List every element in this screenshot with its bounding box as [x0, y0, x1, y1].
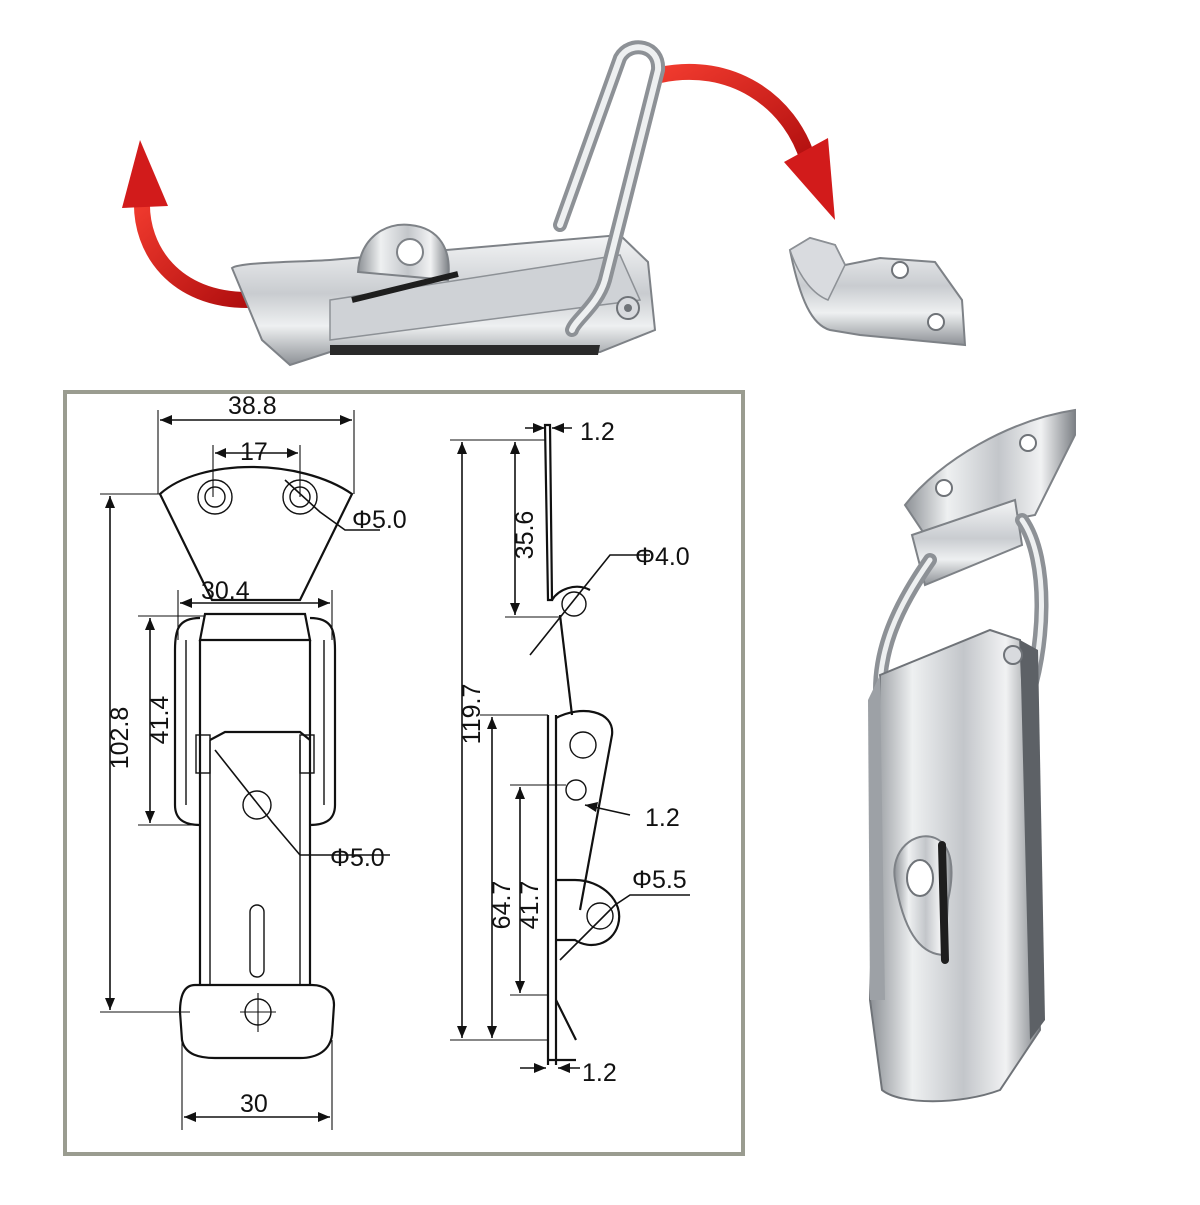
dim-loop-width: 30.4	[201, 577, 250, 605]
closed-latch-photo	[868, 408, 1076, 1103]
dim-hole-spacing: 17	[240, 438, 268, 466]
front-view-dimensions: 38.8 17 Φ5.0 30.4 41.4 102.8 Φ5.0	[100, 392, 407, 1130]
dim-side-hole-diameter: Φ5.5	[632, 866, 687, 894]
latch-body	[230, 223, 657, 367]
curved-arrow-up-icon	[122, 140, 256, 308]
front-view-drawing	[158, 466, 354, 1060]
dim-upper-length: 35.6	[511, 511, 539, 560]
dim-overall-length: 102.8	[106, 707, 134, 770]
dim-top-hole-diameter: Φ5.0	[352, 506, 407, 534]
dim-bottom-width: 30	[240, 1090, 268, 1118]
open-latch-photo	[122, 40, 967, 367]
side-view-drawing	[543, 423, 621, 1065]
side-view-dimensions: 1.2 35.6 Φ4.0 119.7 1.2 64.7 41.7 Φ5.	[450, 418, 690, 1087]
dim-lower-length: 41.7	[516, 881, 544, 930]
wire-bail	[553, 40, 665, 337]
dim-top-width: 38.8	[228, 392, 277, 420]
drawing-frame	[63, 390, 745, 1156]
dim-mid-thickness: 1.2	[645, 804, 680, 832]
dim-top-thickness: 1.2	[580, 418, 615, 446]
keeper-plate	[788, 236, 967, 347]
dim-pin-hole-diameter: Φ4.0	[635, 543, 690, 571]
dim-bottom-thickness: 1.2	[582, 1059, 617, 1087]
dim-mid-hole-diameter: Φ5.0	[330, 844, 385, 872]
dim-total-length: 119.7	[458, 684, 486, 745]
dim-body-length: 64.7	[488, 881, 516, 930]
curved-arrow-down-icon	[652, 63, 835, 220]
closed-latch-body	[868, 628, 1045, 1103]
dim-loop-height: 41.4	[146, 696, 174, 745]
